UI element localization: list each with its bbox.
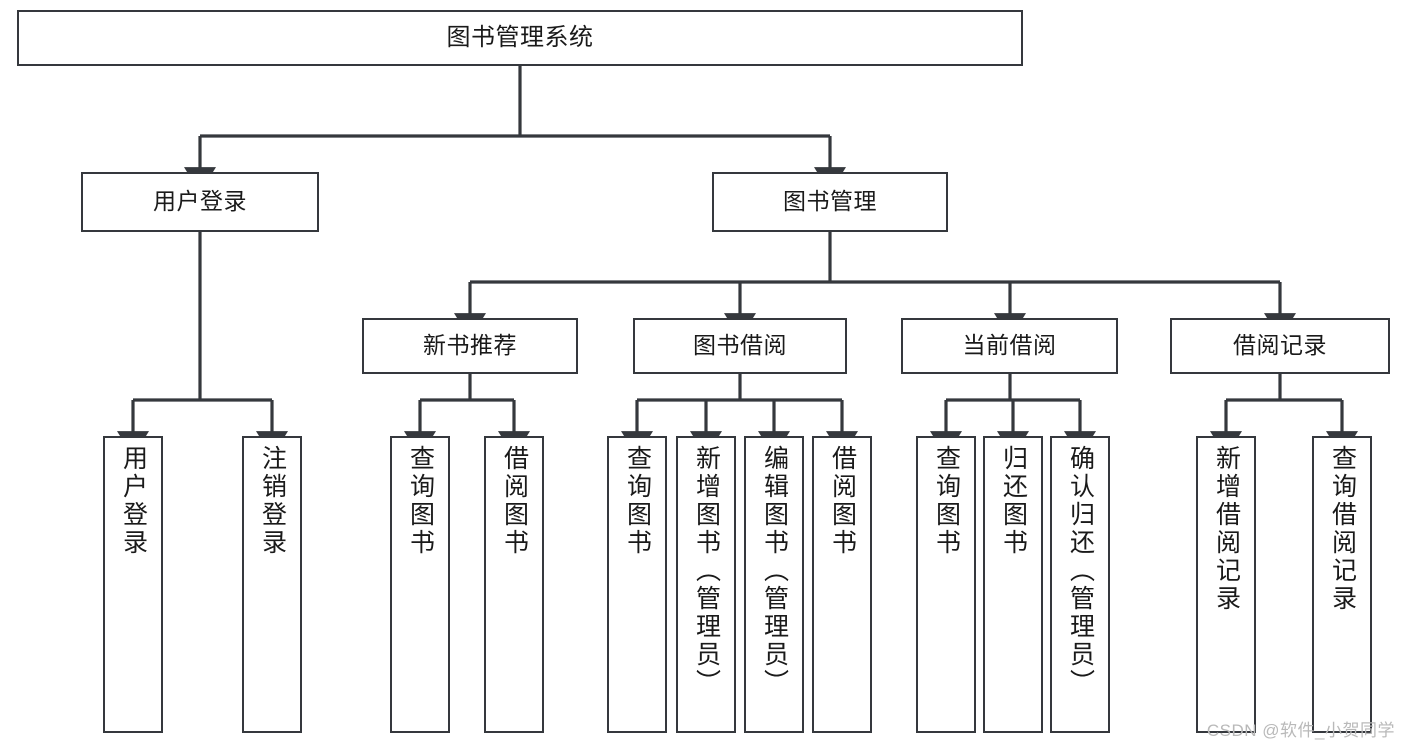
node-l2-borrow[interactable]: 图书借阅 bbox=[633, 318, 847, 374]
node-label: 用户登录 bbox=[119, 445, 148, 557]
node-label: 确认归还（管理员） bbox=[1066, 445, 1095, 697]
node-label: 借阅记录 bbox=[1233, 332, 1327, 359]
node-label: 新增图书（管理员） bbox=[692, 445, 721, 697]
node-label: 用户登录 bbox=[153, 188, 247, 215]
node-l3-b2[interactable]: 借阅图书 bbox=[484, 436, 544, 733]
node-l3-e1[interactable]: 新增借阅记录 bbox=[1196, 436, 1256, 733]
node-l1-book[interactable]: 图书管理 bbox=[712, 172, 948, 232]
node-label: 查询图书 bbox=[623, 445, 652, 557]
node-l3-c4[interactable]: 借阅图书 bbox=[812, 436, 872, 733]
node-l3-b1[interactable]: 查询图书 bbox=[390, 436, 450, 733]
node-l3-d2[interactable]: 归还图书 bbox=[983, 436, 1043, 733]
node-label: 新增借阅记录 bbox=[1212, 445, 1241, 613]
node-label: 查询图书 bbox=[406, 445, 435, 557]
node-root[interactable]: 图书管理系统 bbox=[17, 10, 1023, 66]
node-l2-current[interactable]: 当前借阅 bbox=[901, 318, 1118, 374]
node-l3-a1[interactable]: 用户登录 bbox=[103, 436, 163, 733]
node-label: 查询图书 bbox=[932, 445, 961, 557]
node-label: 图书管理系统 bbox=[446, 23, 594, 51]
node-l3-c2[interactable]: 新增图书（管理员） bbox=[676, 436, 736, 733]
node-label: 图书借阅 bbox=[693, 332, 787, 359]
node-label: 图书管理 bbox=[783, 188, 877, 215]
node-l3-e2[interactable]: 查询借阅记录 bbox=[1312, 436, 1372, 733]
node-l3-d3[interactable]: 确认归还（管理员） bbox=[1050, 436, 1110, 733]
node-l3-d1[interactable]: 查询图书 bbox=[916, 436, 976, 733]
node-l1-login[interactable]: 用户登录 bbox=[81, 172, 319, 232]
node-label: 新书推荐 bbox=[423, 332, 517, 359]
node-label: 借阅图书 bbox=[828, 445, 857, 557]
node-label: 借阅图书 bbox=[500, 445, 529, 557]
node-label: 归还图书 bbox=[999, 445, 1028, 557]
node-l2-newbook[interactable]: 新书推荐 bbox=[362, 318, 578, 374]
node-l2-record[interactable]: 借阅记录 bbox=[1170, 318, 1390, 374]
node-l3-c1[interactable]: 查询图书 bbox=[607, 436, 667, 733]
edge-group bbox=[117, 66, 1358, 457]
node-label: 编辑图书（管理员） bbox=[760, 445, 789, 697]
node-l3-a2[interactable]: 注销登录 bbox=[242, 436, 302, 733]
node-l3-c3[interactable]: 编辑图书（管理员） bbox=[744, 436, 804, 733]
node-label: 查询借阅记录 bbox=[1328, 445, 1357, 613]
node-label: 注销登录 bbox=[258, 445, 287, 557]
watermark: CSDN @软件_小贺同学 bbox=[1206, 721, 1395, 740]
node-label: 当前借阅 bbox=[962, 332, 1057, 359]
